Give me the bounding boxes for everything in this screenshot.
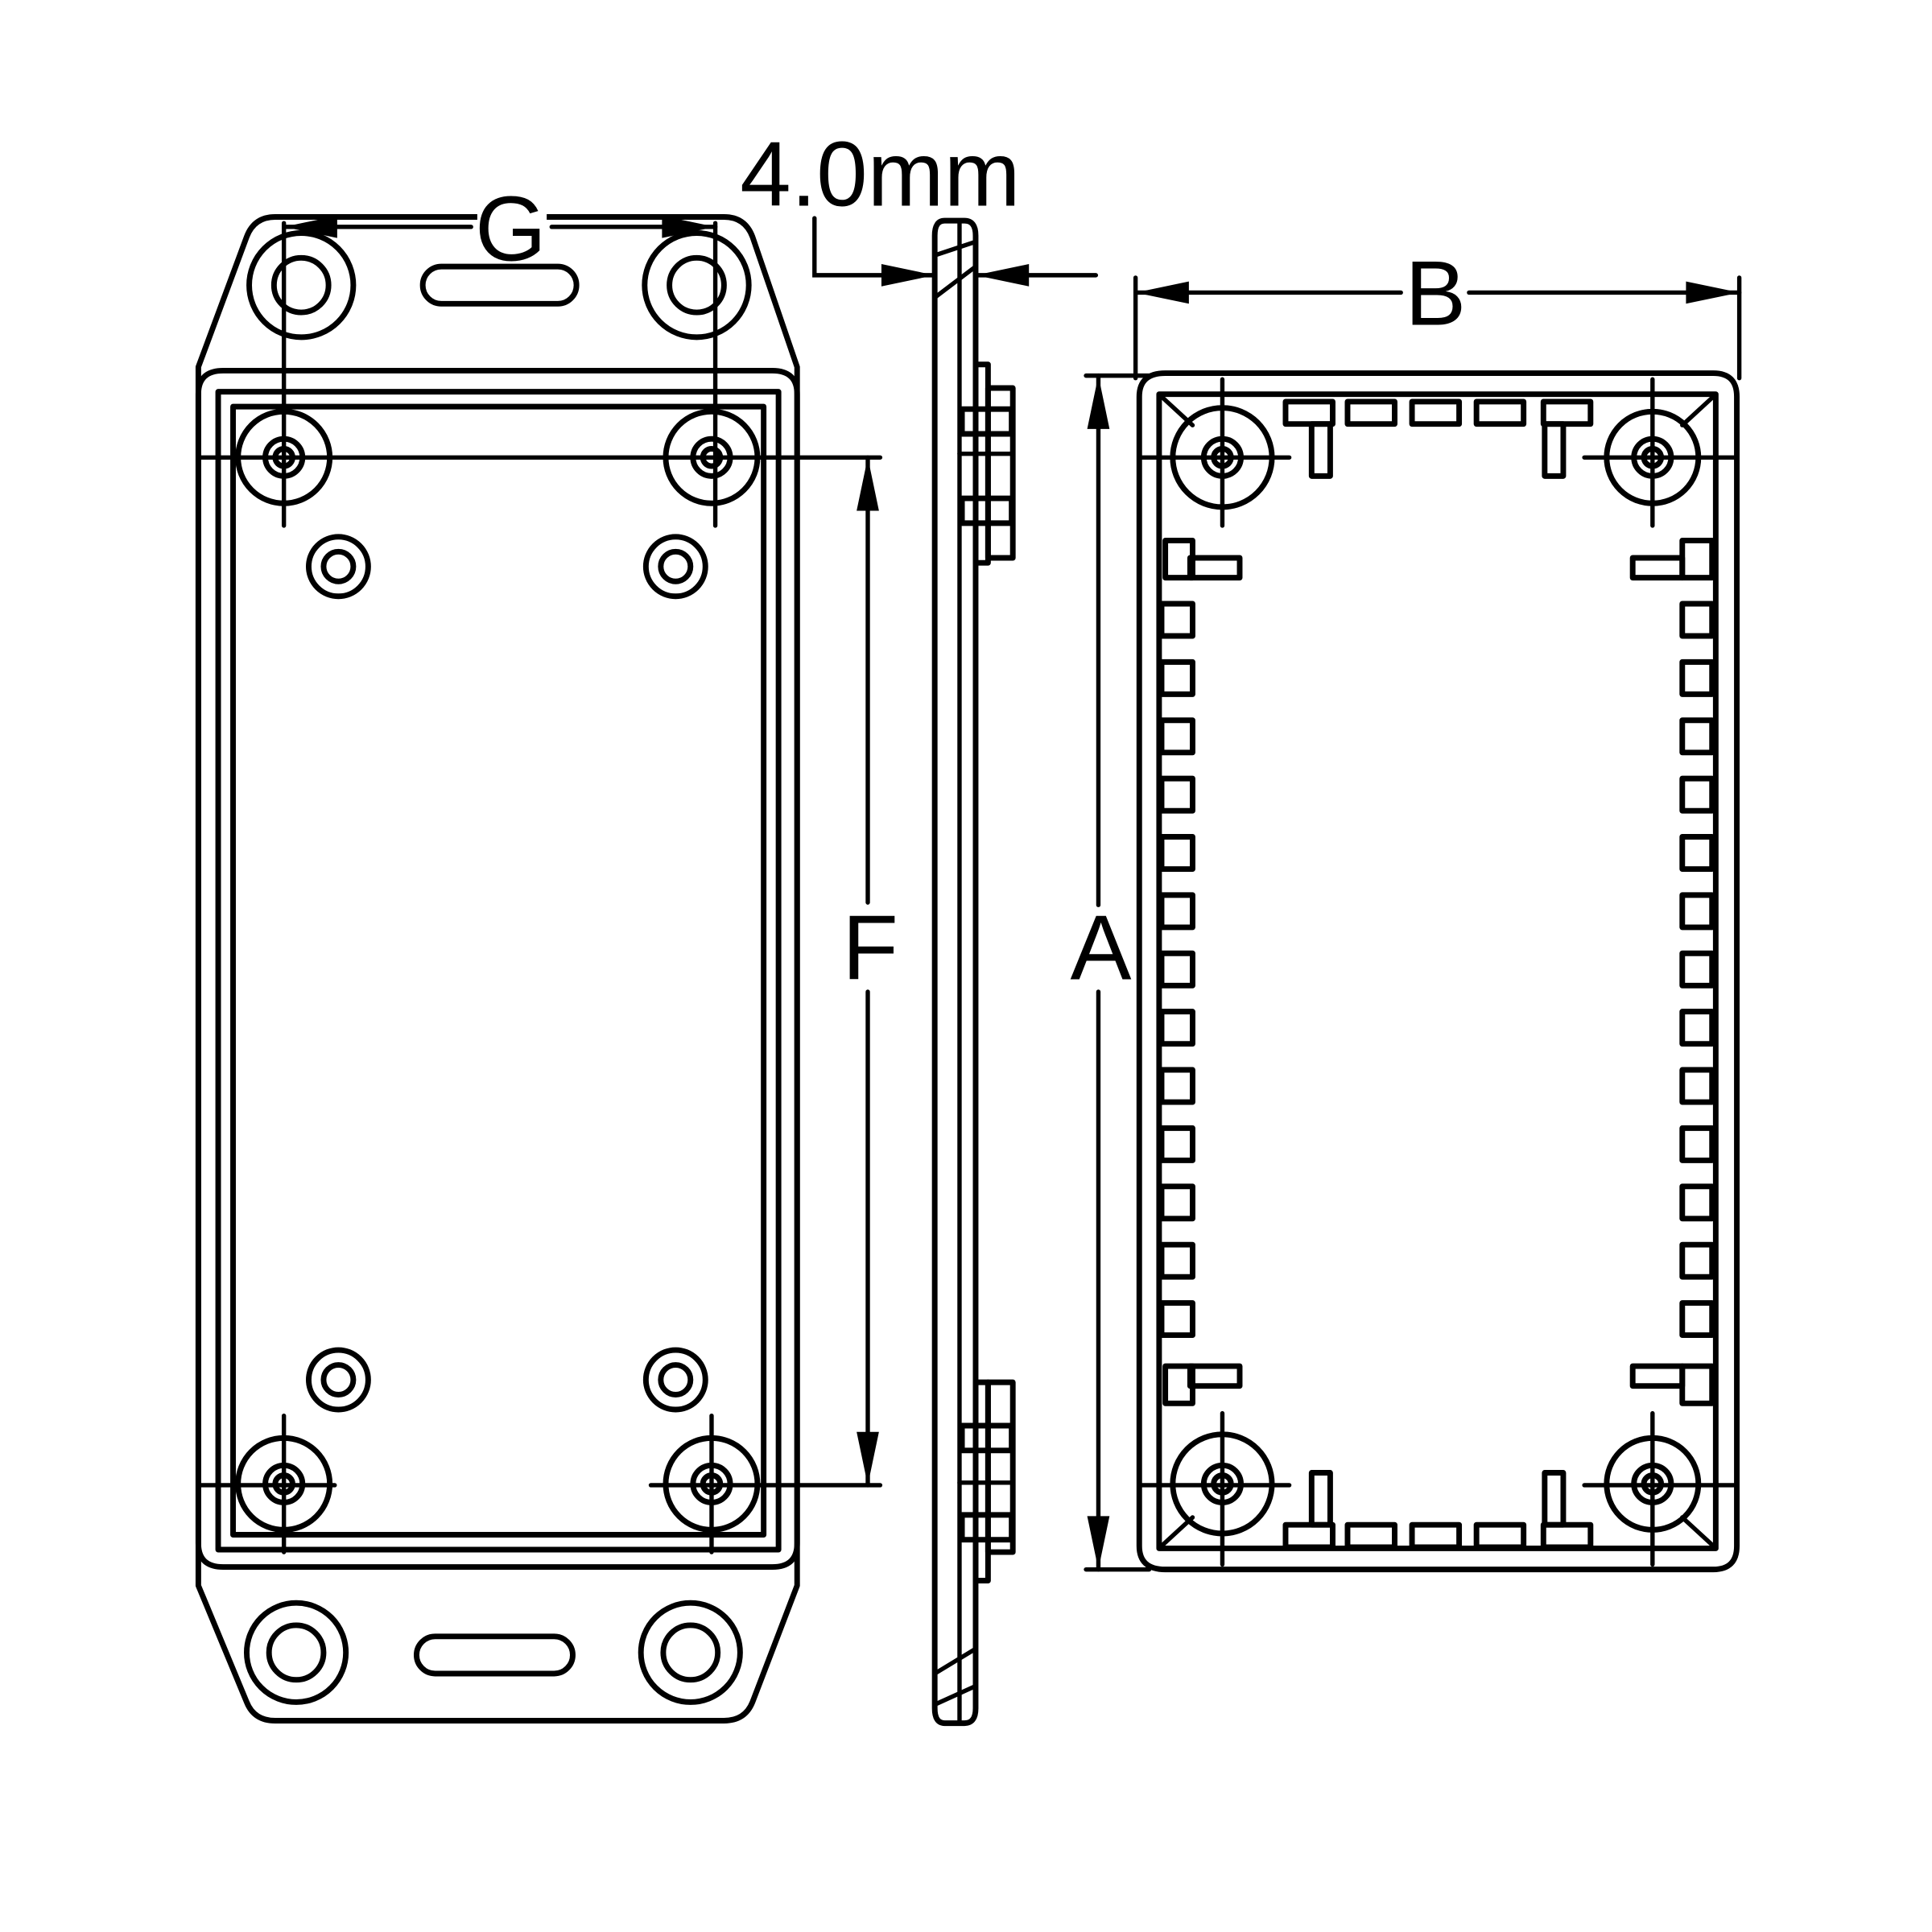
pcb-standoff: [305, 1347, 371, 1413]
mount-hole-top-left: [246, 230, 357, 341]
wall-rib: [1679, 1009, 1715, 1047]
wall-rib: [1158, 1067, 1195, 1105]
wall-rib: [1679, 950, 1715, 989]
dimension-a-label: A: [1071, 898, 1132, 1000]
wall-rib: [1158, 717, 1195, 756]
wall-rib: [1158, 775, 1195, 814]
box-card-guides: [1187, 555, 1686, 1389]
side-profile-outline: [931, 217, 979, 1727]
wall-rib: [1158, 601, 1195, 639]
wall-rib: [1158, 1241, 1195, 1280]
dimension-thickness: 4.0mm: [740, 124, 1099, 287]
wall-rib: [1679, 1300, 1715, 1339]
mount-hole-bottom-right: [638, 1600, 743, 1705]
wall-rib: [1679, 775, 1715, 814]
wall-rib: [1679, 1241, 1715, 1280]
dimension-b-label: B: [1405, 242, 1466, 345]
dimension-b: B: [1133, 242, 1742, 381]
wall-rib: [1158, 1183, 1195, 1222]
wall-rib: [1679, 892, 1715, 931]
box-ribs-bottom: [1282, 1470, 1594, 1550]
wall-rib: [1679, 834, 1715, 873]
mount-hole-top-right: [642, 230, 752, 341]
wall-rib: [1158, 1125, 1195, 1163]
wall-rib: [1158, 834, 1195, 873]
wall-rib: [1158, 658, 1195, 697]
lid-flange-outline: [195, 214, 800, 1724]
box-ribs-sides: [1158, 537, 1715, 1406]
pcb-standoff: [305, 534, 371, 600]
pcb-standoff: [642, 534, 708, 600]
dimension-f-label: F: [842, 898, 898, 1000]
wall-rib: [1679, 717, 1715, 756]
wall-rib: [1679, 1125, 1715, 1163]
box-ribs-top: [1282, 398, 1594, 479]
pcb-standoff: [642, 1347, 708, 1413]
mount-hole-bottom-left: [243, 1600, 349, 1705]
box-outer-outline: [1136, 370, 1740, 1573]
wall-rib: [1679, 537, 1715, 581]
lid-rim-outer: [215, 389, 782, 1553]
wall-rib: [1679, 658, 1715, 697]
dimension-g: G: [281, 178, 718, 280]
lid-centerlines: [196, 221, 883, 1554]
box-interior-view: [1136, 370, 1740, 1573]
dimension-g-label: G: [475, 178, 547, 280]
dimension-a: A: [1066, 373, 1152, 1572]
wall-rib: [1679, 1067, 1715, 1105]
mount-slot-bottom: [413, 1633, 576, 1677]
wall-rib: [1679, 601, 1715, 639]
box-centerlines: [1137, 377, 1740, 1567]
dimension-f: F: [842, 455, 898, 1488]
lid-body-outline: [195, 367, 800, 1571]
wall-rib: [1158, 950, 1195, 989]
lid-side-view: [931, 217, 1016, 1727]
wall-rib: [1158, 892, 1195, 931]
wall-rib: [1158, 1009, 1195, 1047]
wall-rib: [1679, 1363, 1715, 1406]
wall-rib: [1158, 1300, 1195, 1339]
thickness-label: 4.0mm: [740, 124, 1020, 226]
mount-slot-top: [419, 263, 580, 307]
wall-rib: [1679, 1183, 1715, 1222]
lid-front-view: [195, 214, 883, 1724]
lid-rim-inner: [230, 403, 767, 1538]
